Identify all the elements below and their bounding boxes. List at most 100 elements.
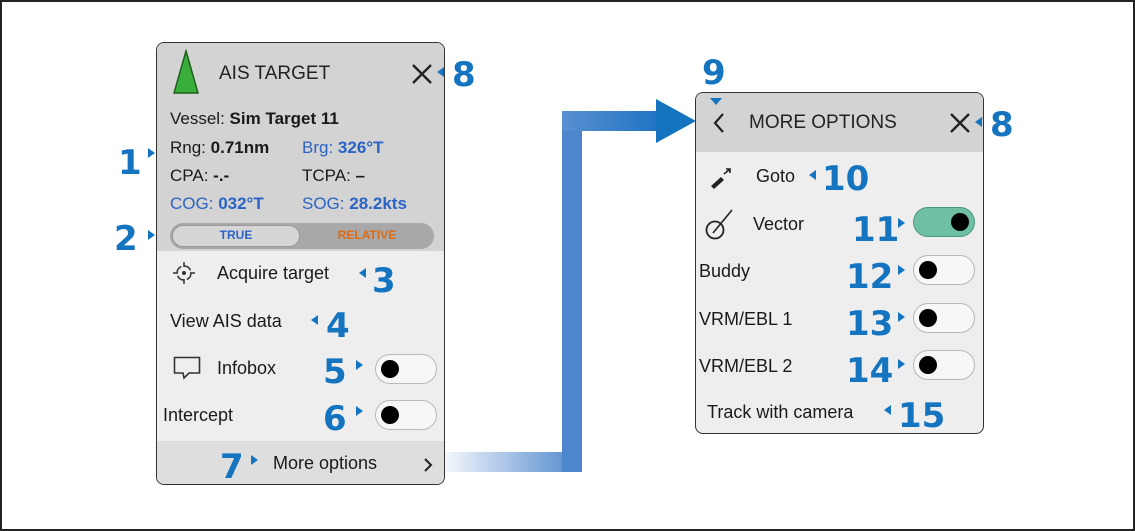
more-options-panel: MORE OPTIONS Goto Vector Buddy VRM/EBL 1… [695, 92, 984, 434]
track-with-camera-item[interactable]: Track with camera [707, 402, 854, 422]
green-triangle-target-icon [173, 49, 199, 94]
vector-label: Vector [753, 214, 805, 234]
callout-pointer [975, 117, 982, 127]
view-ais-data-item[interactable]: View AIS data [170, 311, 282, 331]
callout-4: 4 [326, 306, 350, 346]
callout-12: 12 [846, 257, 894, 297]
close-icon[interactable] [411, 63, 433, 85]
callout-pointer [898, 265, 905, 275]
connector-arrow-segment [562, 111, 658, 131]
intercept-label: Intercept [163, 405, 234, 425]
segment-selected-true[interactable] [172, 225, 300, 247]
cpa-value: -.- [213, 166, 230, 185]
rng-field: Rng: 0.71nm [170, 138, 269, 158]
callout-10: 10 [822, 159, 870, 199]
callout-6: 6 [323, 399, 347, 439]
vector-icon [705, 209, 733, 240]
chevron-right-icon[interactable] [422, 456, 434, 474]
vessel-row: Vessel: Sim Target 11 [170, 109, 339, 129]
toggle-knob [381, 360, 399, 378]
callout-11: 11 [852, 210, 900, 250]
cog-value: 032°T [218, 194, 264, 213]
callout-pointer [356, 360, 363, 370]
tcpa-value: – [355, 166, 366, 185]
callout-13: 13 [846, 304, 894, 344]
callout-pointer [437, 67, 444, 77]
vessel-label: Vessel: [170, 109, 225, 128]
buddy-label: Buddy [699, 261, 751, 281]
toggle-knob [919, 261, 937, 279]
more-options-button[interactable]: More options [273, 453, 378, 473]
callout-3: 3 [372, 261, 396, 301]
callout-9: 9 [702, 53, 726, 93]
callout-pointer [809, 170, 816, 180]
intercept-toggle[interactable] [375, 400, 437, 430]
tcpa-label: TCPA: [302, 166, 351, 185]
connector-arrow-segment [436, 452, 582, 472]
tcpa-field: TCPA: – [302, 166, 365, 186]
callout-14: 14 [846, 351, 894, 391]
chevron-left-icon[interactable] [712, 111, 726, 135]
speech-bubble-icon [173, 356, 201, 380]
callout-pointer [359, 268, 366, 278]
brg-value: 326°T [337, 138, 384, 157]
callout-pointer [710, 98, 722, 105]
callout-8-more: 8 [990, 105, 1014, 145]
callout-2: 2 [114, 219, 138, 259]
cog-label: COG: [170, 194, 214, 213]
segment-true-label[interactable]: TRUE [219, 228, 253, 242]
sog-field: SOG: 28.2kts [302, 194, 407, 214]
toggle-knob [951, 213, 969, 231]
cpa-label: CPA: [170, 166, 209, 185]
callout-pointer [148, 230, 155, 240]
true-relative-toggle[interactable]: TRUE RELATIVE [170, 223, 434, 249]
goto-item[interactable]: Goto [756, 166, 796, 186]
close-icon[interactable] [949, 112, 971, 134]
vessel-value: Sim Target 11 [229, 109, 339, 128]
vrm-ebl-1-toggle[interactable] [913, 303, 975, 333]
callout-pointer [898, 218, 905, 228]
callout-15: 15 [898, 396, 946, 436]
callout-8-ais: 8 [452, 55, 476, 95]
crosshair-icon [173, 262, 195, 284]
vrm-ebl-1-label: VRM/EBL 1 [699, 309, 793, 329]
toggle-knob [919, 309, 937, 327]
cog-field: COG: 032°T [170, 194, 264, 214]
infobox-label: Infobox [217, 358, 277, 378]
acquire-target-item[interactable]: Acquire target [217, 263, 330, 283]
connector-arrow-segment [562, 111, 582, 472]
goto-icon [711, 168, 731, 189]
panel-header [696, 93, 983, 152]
sog-label: SOG: [302, 194, 345, 213]
callout-1: 1 [118, 143, 142, 183]
segment-relative-label[interactable]: RELATIVE [337, 228, 397, 242]
toggle-knob [381, 406, 399, 424]
ais-target-panel: AIS TARGET Vessel: Sim Target 11 Rng: 0.… [156, 42, 445, 485]
sog-value: 28.2kts [349, 194, 407, 213]
callout-pointer [898, 359, 905, 369]
rng-label: Rng: [170, 138, 206, 157]
buddy-toggle[interactable] [913, 255, 975, 285]
vrm-ebl-2-label: VRM/EBL 2 [699, 356, 793, 376]
callout-pointer [356, 406, 363, 416]
panel-title: AIS TARGET [219, 63, 331, 84]
callout-7: 7 [220, 447, 244, 487]
callout-pointer [148, 148, 155, 158]
connector-arrow-head [656, 99, 696, 143]
callout-pointer [884, 405, 891, 415]
vector-toggle[interactable] [913, 207, 975, 237]
callout-pointer [311, 315, 318, 325]
callout-5: 5 [323, 352, 347, 392]
panel-header [157, 43, 444, 251]
callout-pointer [898, 312, 905, 322]
more-options-row[interactable] [157, 441, 444, 484]
rng-value: 0.71nm [210, 138, 270, 157]
vrm-ebl-2-toggle[interactable] [913, 350, 975, 380]
panel-title: MORE OPTIONS [749, 112, 897, 133]
toggle-knob [919, 356, 937, 374]
brg-label: Brg: [302, 138, 334, 157]
brg-field: Brg: 326°T [302, 138, 383, 158]
cpa-field: CPA: -.- [170, 166, 229, 186]
infobox-toggle[interactable] [375, 354, 437, 384]
